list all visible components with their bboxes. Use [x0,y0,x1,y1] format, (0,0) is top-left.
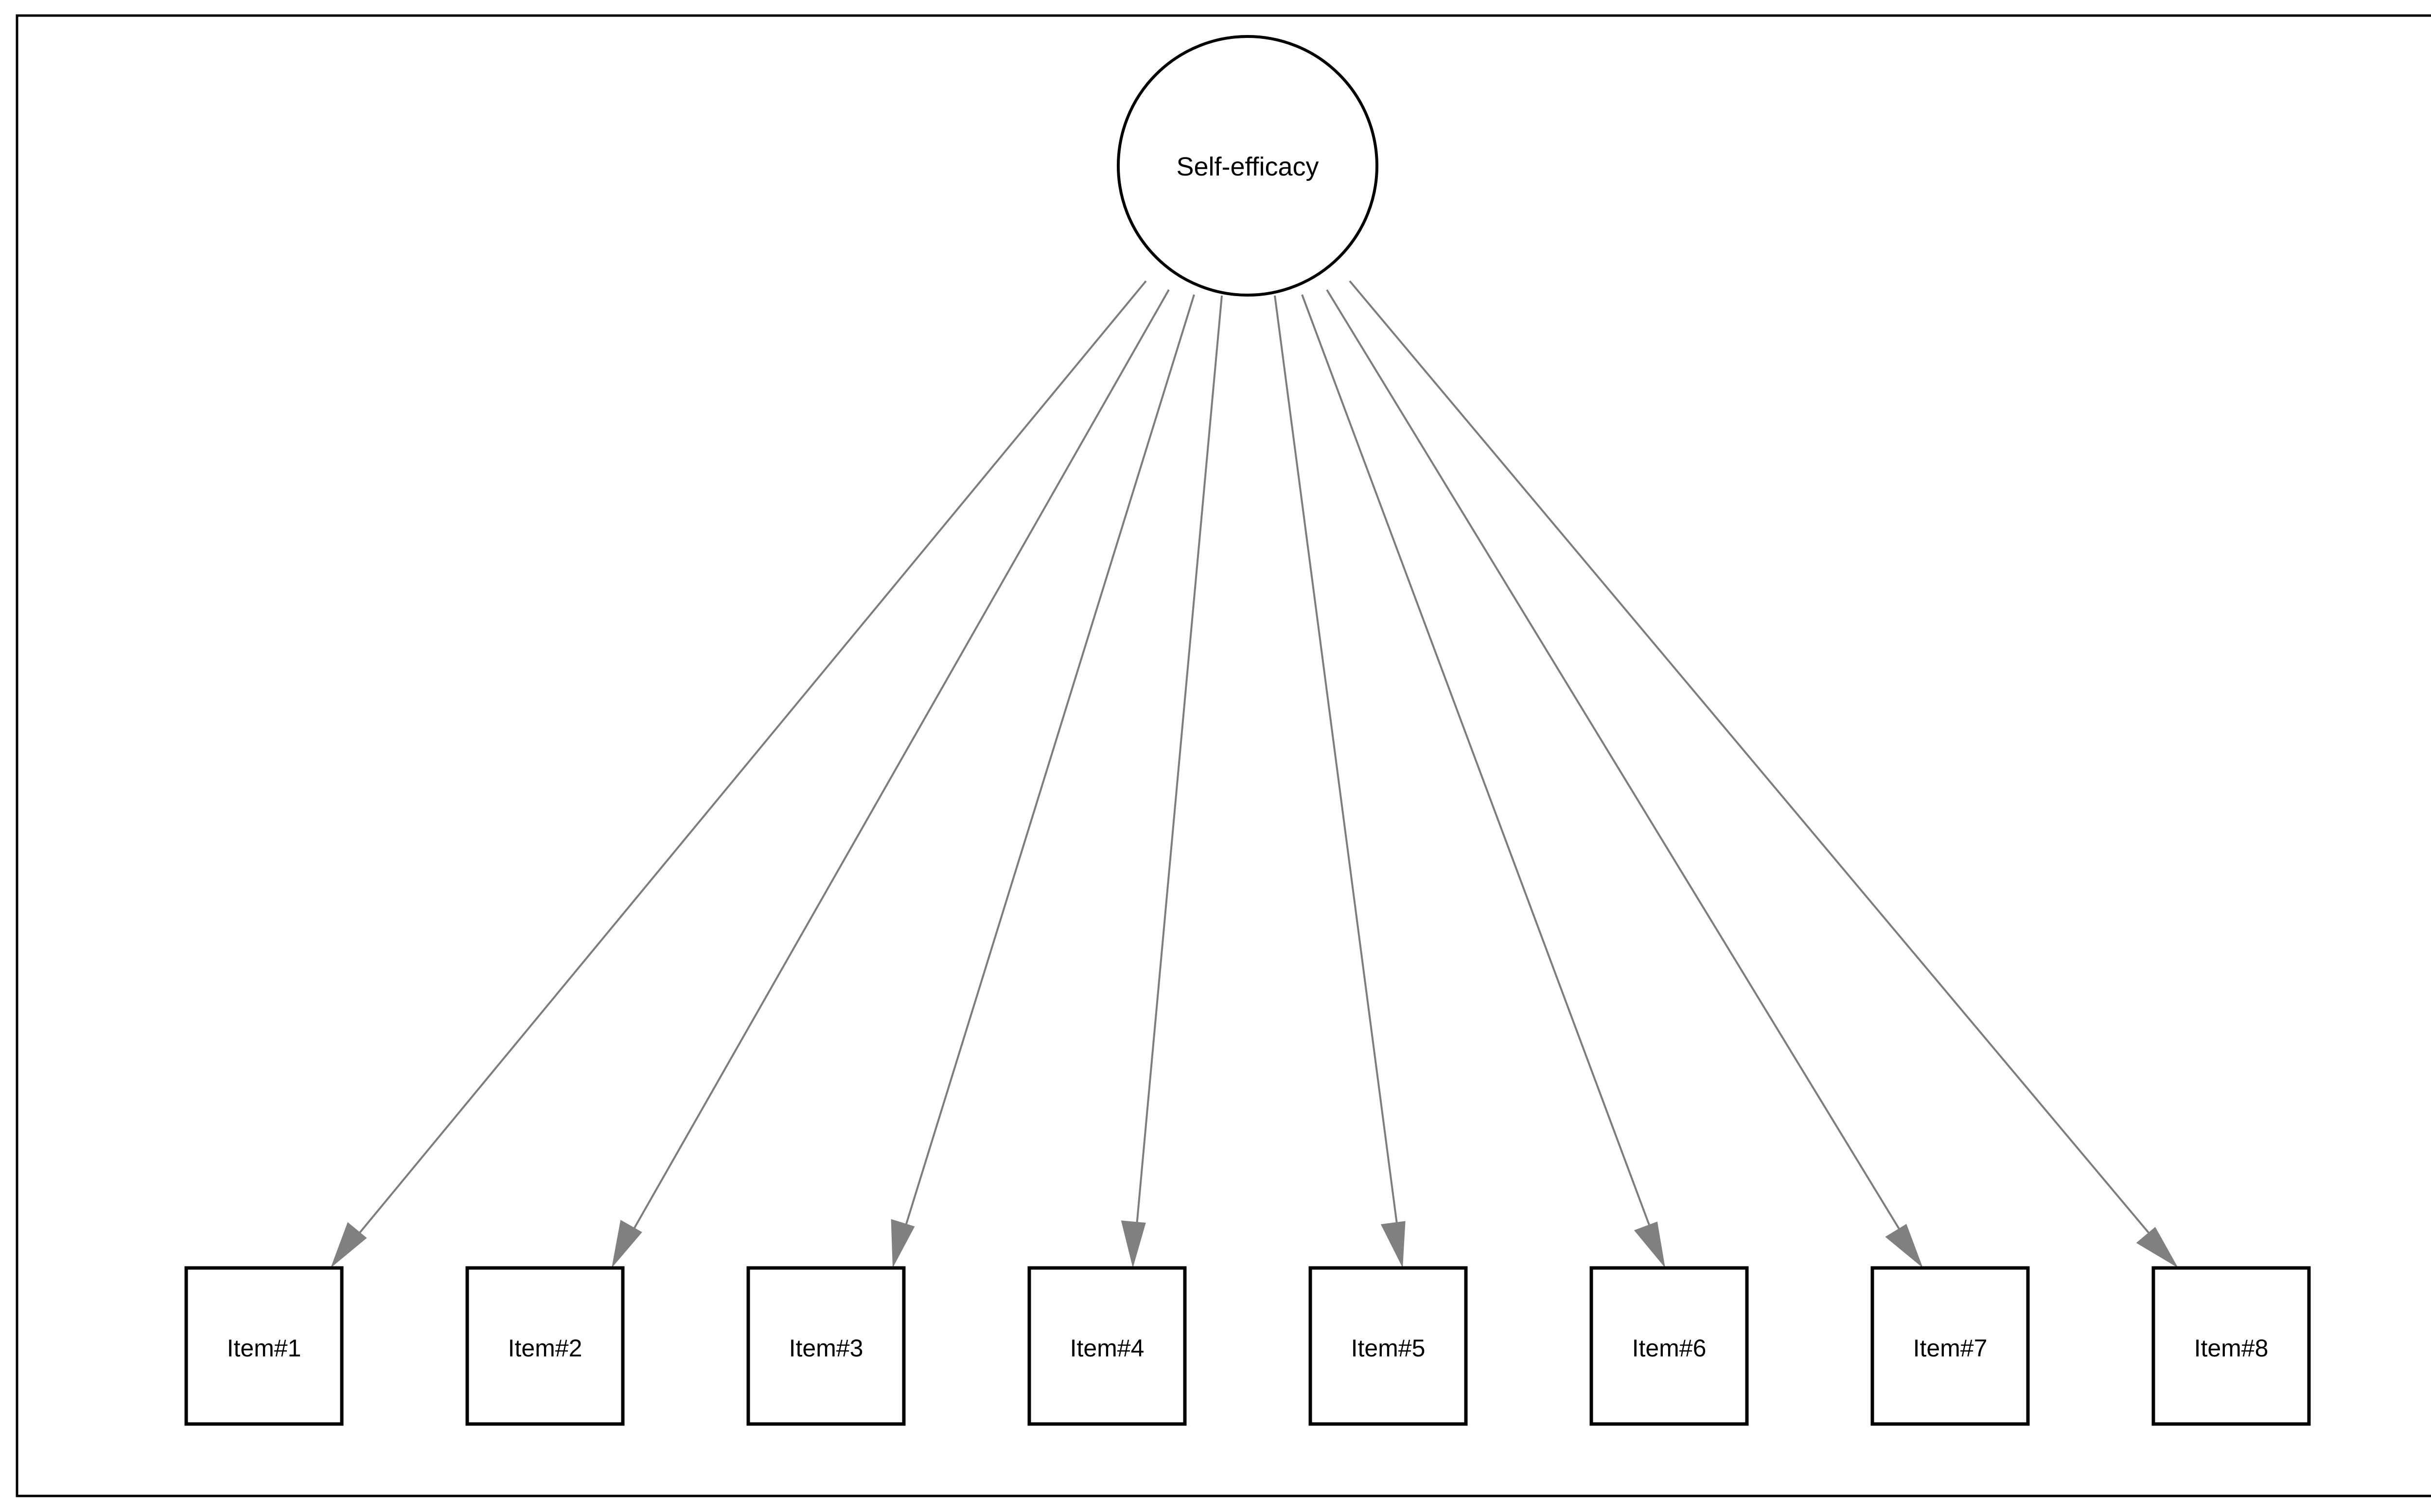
loading-path-line-5 [1274,295,1399,1231]
arrowhead-icon-3 [891,1219,915,1268]
indicator-rect-6 [1589,1266,1749,1426]
indicator-box-2[interactable]: Item#2 [465,1266,625,1426]
indicator-label-7: Item#7 [1913,1335,1988,1362]
indicator-label-1: Item#1 [227,1335,301,1362]
indicator-rect-8 [2151,1266,2311,1426]
indicator-box-8[interactable]: Item#8 [2151,1266,2311,1426]
loading-path-2[interactable] [612,289,1170,1268]
indicator-box-7[interactable]: Item#7 [1870,1266,2030,1426]
loading-path-4[interactable] [1121,295,1223,1268]
indicator-box-4[interactable]: Item#4 [1027,1266,1187,1426]
indicator-box-5[interactable]: Item#5 [1308,1266,1468,1426]
indicator-label-2: Item#2 [508,1335,582,1362]
indicator-box-6[interactable]: Item#6 [1589,1266,1749,1426]
loading-path-line-6 [1301,294,1653,1233]
loading-path-line-3 [902,294,1195,1233]
loading-path-7[interactable] [1326,289,1923,1268]
indicator-label-5: Item#5 [1351,1335,1426,1362]
indicator-rect-7 [1870,1266,2030,1426]
arrowhead-icon-6 [1634,1221,1665,1268]
indicator-rect-2 [465,1266,625,1426]
indicator-rect-5 [1308,1266,1468,1426]
arrowhead-icon-2 [612,1220,642,1268]
figure-border [16,14,2431,1497]
arrowhead-icon-8 [2136,1227,2178,1268]
indicator-box-3[interactable]: Item#3 [746,1266,906,1426]
indicator-label-4: Item#4 [1070,1335,1145,1362]
indicator-label-6: Item#6 [1632,1335,1707,1362]
latent-factor-circle[interactable] [1117,35,1378,297]
arrowhead-icon-1 [331,1222,367,1268]
arrowhead-icon-7 [1885,1224,1923,1268]
latent-factor-label: Self-efficacy [1176,152,1319,181]
arrowhead-icon-4 [1121,1220,1146,1268]
indicator-label-8: Item#8 [2194,1335,2269,1362]
loading-path-line-2 [629,289,1170,1236]
arrowhead-icon-5 [1380,1221,1406,1268]
indicator-rect-1 [184,1266,344,1426]
indicator-box-1[interactable]: Item#1 [184,1266,344,1426]
indicator-rect-3 [746,1266,906,1426]
loading-path-line-8 [1349,280,2155,1240]
loading-path-line-4 [1135,295,1223,1231]
indicator-rect-4 [1027,1266,1187,1426]
loading-path-line-7 [1326,289,1904,1237]
loading-paths-layer [331,280,2178,1268]
loading-path-6[interactable] [1301,294,1665,1268]
loading-path-3[interactable] [891,294,1195,1268]
loading-path-1[interactable] [331,280,1147,1268]
loading-path-line-1 [353,280,1147,1240]
indicator-boxes-layer: Item#1 Item#2 Item#3 Item#4 Item#5 Item#6 Item… [184,1266,2311,1426]
indicator-label-3: Item#3 [789,1335,863,1362]
loading-path-8[interactable] [1349,280,2178,1268]
loading-path-5[interactable] [1274,295,1406,1268]
